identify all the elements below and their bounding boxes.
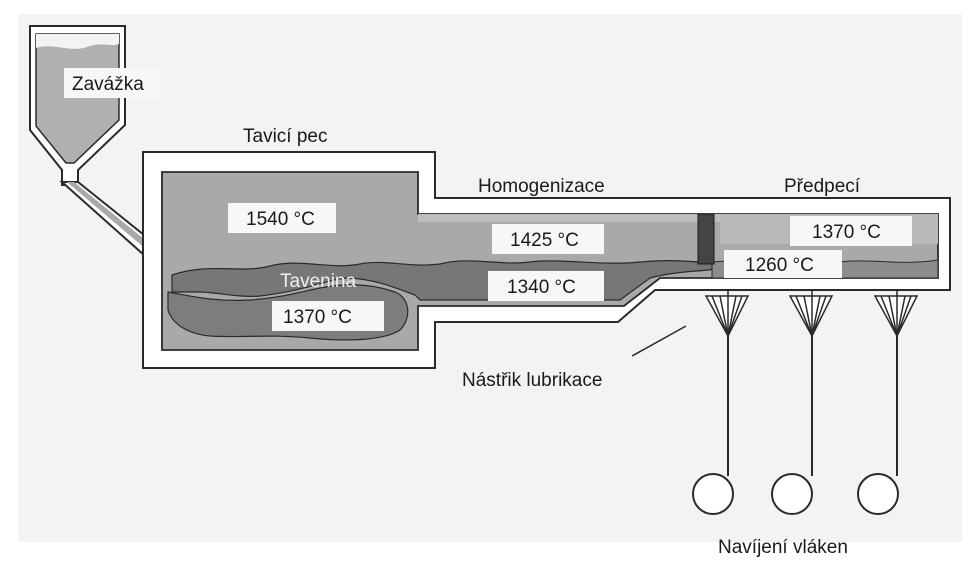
temp-box-homog-top bbox=[492, 224, 604, 254]
temp-box-furnace-top bbox=[228, 203, 336, 233]
temp-homogenization-top: 1425 °C bbox=[510, 230, 579, 251]
melt-label: Tavenina bbox=[280, 271, 356, 292]
temp-box-forehearth-top bbox=[790, 216, 912, 246]
temp-box-homog-bottom bbox=[488, 271, 604, 301]
fiber-winding-label: Navíjení vláken bbox=[718, 537, 848, 558]
fiber-strands bbox=[727, 336, 898, 476]
winding-drums bbox=[692, 473, 899, 515]
bushing-3 bbox=[873, 290, 919, 338]
temp-box-forehearth-bottom bbox=[724, 250, 842, 278]
temp-forehearth-bottom: 1260 °C bbox=[745, 255, 814, 276]
charge-label-box bbox=[64, 68, 160, 98]
charge-label: Zavážka bbox=[72, 74, 144, 95]
homogenization-label: Homogenizace bbox=[478, 176, 605, 197]
bushing-2 bbox=[788, 290, 834, 338]
temp-box-furnace-bottom bbox=[272, 301, 384, 331]
gate bbox=[697, 213, 715, 265]
winding-drum-3 bbox=[857, 473, 899, 515]
temp-homogenization-bottom: 1340 °C bbox=[507, 277, 576, 298]
winding-drum-2 bbox=[771, 473, 813, 515]
temp-furnace-bottom: 1370 °C bbox=[283, 307, 352, 328]
temp-furnace-top: 1540 °C bbox=[246, 209, 315, 230]
bushing-1 bbox=[704, 290, 750, 338]
lubrication-label: Nástřik lubrikace bbox=[462, 370, 602, 391]
forehearth-label: Předpecí bbox=[784, 176, 861, 197]
temp-forehearth-top: 1370 °C bbox=[812, 222, 881, 243]
lubrication-leader bbox=[631, 325, 687, 357]
furnace-label: Tavicí pec bbox=[243, 126, 327, 147]
winding-drum-1 bbox=[692, 473, 734, 515]
